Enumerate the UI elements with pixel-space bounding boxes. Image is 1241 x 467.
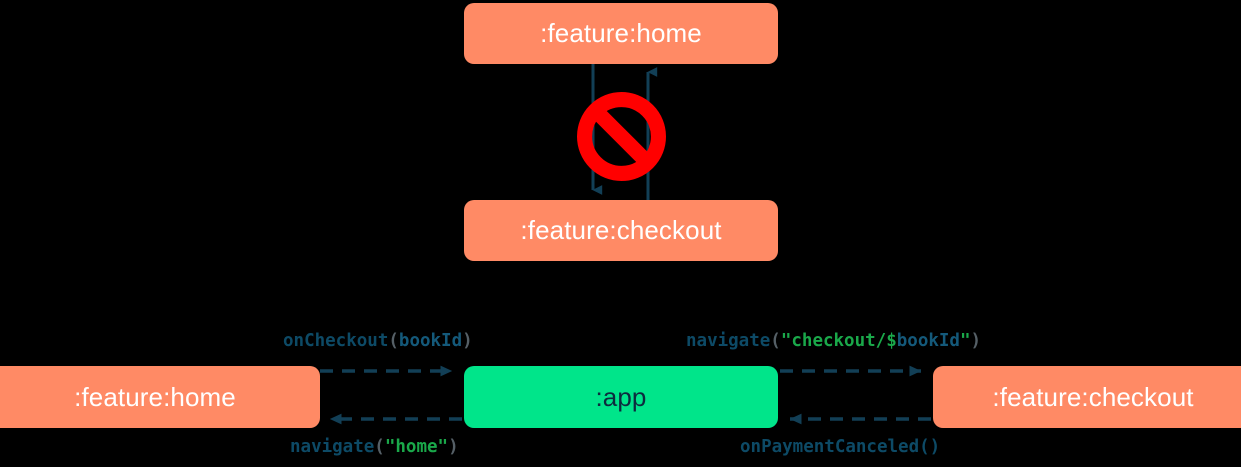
edge-label-on-payment-canceled: onPaymentCanceled() — [740, 437, 940, 457]
code-token-variable: bookId — [896, 331, 960, 351]
node-label: :feature:checkout — [520, 215, 722, 245]
node-label: :feature:home — [74, 381, 236, 412]
code-token-function: onPaymentCanceled — [740, 437, 920, 457]
edge-label-on-checkout: onCheckout(bookId) — [283, 331, 473, 351]
code-token-argument: bookId — [398, 331, 463, 351]
code-token-paren-close: ) — [970, 331, 982, 351]
node-feature-checkout-top[interactable]: :feature:checkout — [464, 200, 778, 261]
node-label: :feature:home — [540, 18, 702, 48]
code-token-function: navigate — [290, 437, 375, 457]
code-token-function: onCheckout — [283, 331, 389, 351]
code-token-string-end: " — [959, 331, 971, 351]
node-feature-home-top[interactable]: :feature:home — [464, 3, 778, 64]
code-token-paren-open: ( — [388, 331, 399, 351]
no-entry-icon — [577, 92, 666, 181]
code-token-function: navigate — [686, 331, 771, 351]
node-label: :feature:checkout — [992, 381, 1194, 412]
edge-label-navigate-checkout: navigate("checkout/$bookId") — [686, 331, 981, 351]
code-token-paren-close: ) — [448, 437, 459, 457]
code-token-dollar: $ — [886, 331, 897, 351]
code-token-string: "home" — [384, 437, 449, 457]
edge-label-navigate-home: navigate("home") — [290, 437, 459, 457]
code-token-paren-open: ( — [374, 437, 385, 457]
node-app[interactable]: :app — [464, 366, 778, 428]
code-token-parens: () — [919, 437, 941, 457]
node-feature-home-bottom[interactable]: :feature:home — [0, 366, 320, 428]
code-token-paren-close: ) — [462, 331, 473, 351]
code-token-string-start: "checkout/ — [780, 331, 887, 351]
node-feature-checkout-bottom[interactable]: :feature:checkout — [933, 366, 1241, 428]
node-label: :app — [595, 381, 647, 412]
code-token-paren-open: ( — [770, 331, 781, 351]
